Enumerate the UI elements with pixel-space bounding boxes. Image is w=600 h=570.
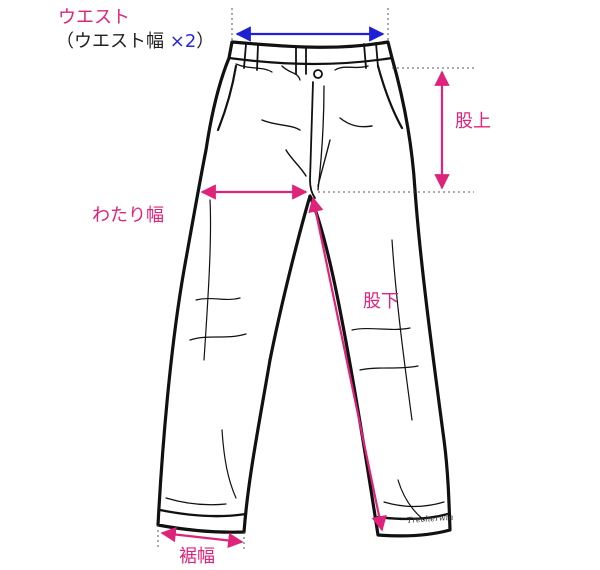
waist-note: （ウエスト幅 ×2） xyxy=(56,32,214,52)
waist-note-times: ×2 xyxy=(169,31,197,52)
right-pocket xyxy=(376,64,404,130)
guide-lines xyxy=(157,8,474,552)
waistband-edge xyxy=(227,56,394,66)
fly-stitch xyxy=(309,81,316,199)
pants-body xyxy=(156,40,452,538)
waist-note-open: （ウエスト幅 xyxy=(56,31,164,52)
left-hem xyxy=(158,508,248,518)
waist-button xyxy=(313,69,323,79)
signature: Trecherwin xyxy=(407,513,454,525)
inseam-arrow xyxy=(308,196,387,532)
left-pocket xyxy=(216,64,238,132)
belt-loop xyxy=(363,42,379,69)
waist-note-close: ） xyxy=(196,31,215,52)
inseam-label: 股下 xyxy=(363,291,399,312)
hem-width-label: 裾幅 xyxy=(179,546,215,567)
thigh-width-label: わたり幅 xyxy=(92,205,164,226)
belt-loop xyxy=(295,47,307,75)
waist-label: ウエスト xyxy=(58,7,130,28)
rise-label: 股上 xyxy=(455,111,491,132)
pants-outline xyxy=(156,40,452,538)
belt-loop xyxy=(243,43,259,71)
hem-width-arrow xyxy=(160,526,244,549)
